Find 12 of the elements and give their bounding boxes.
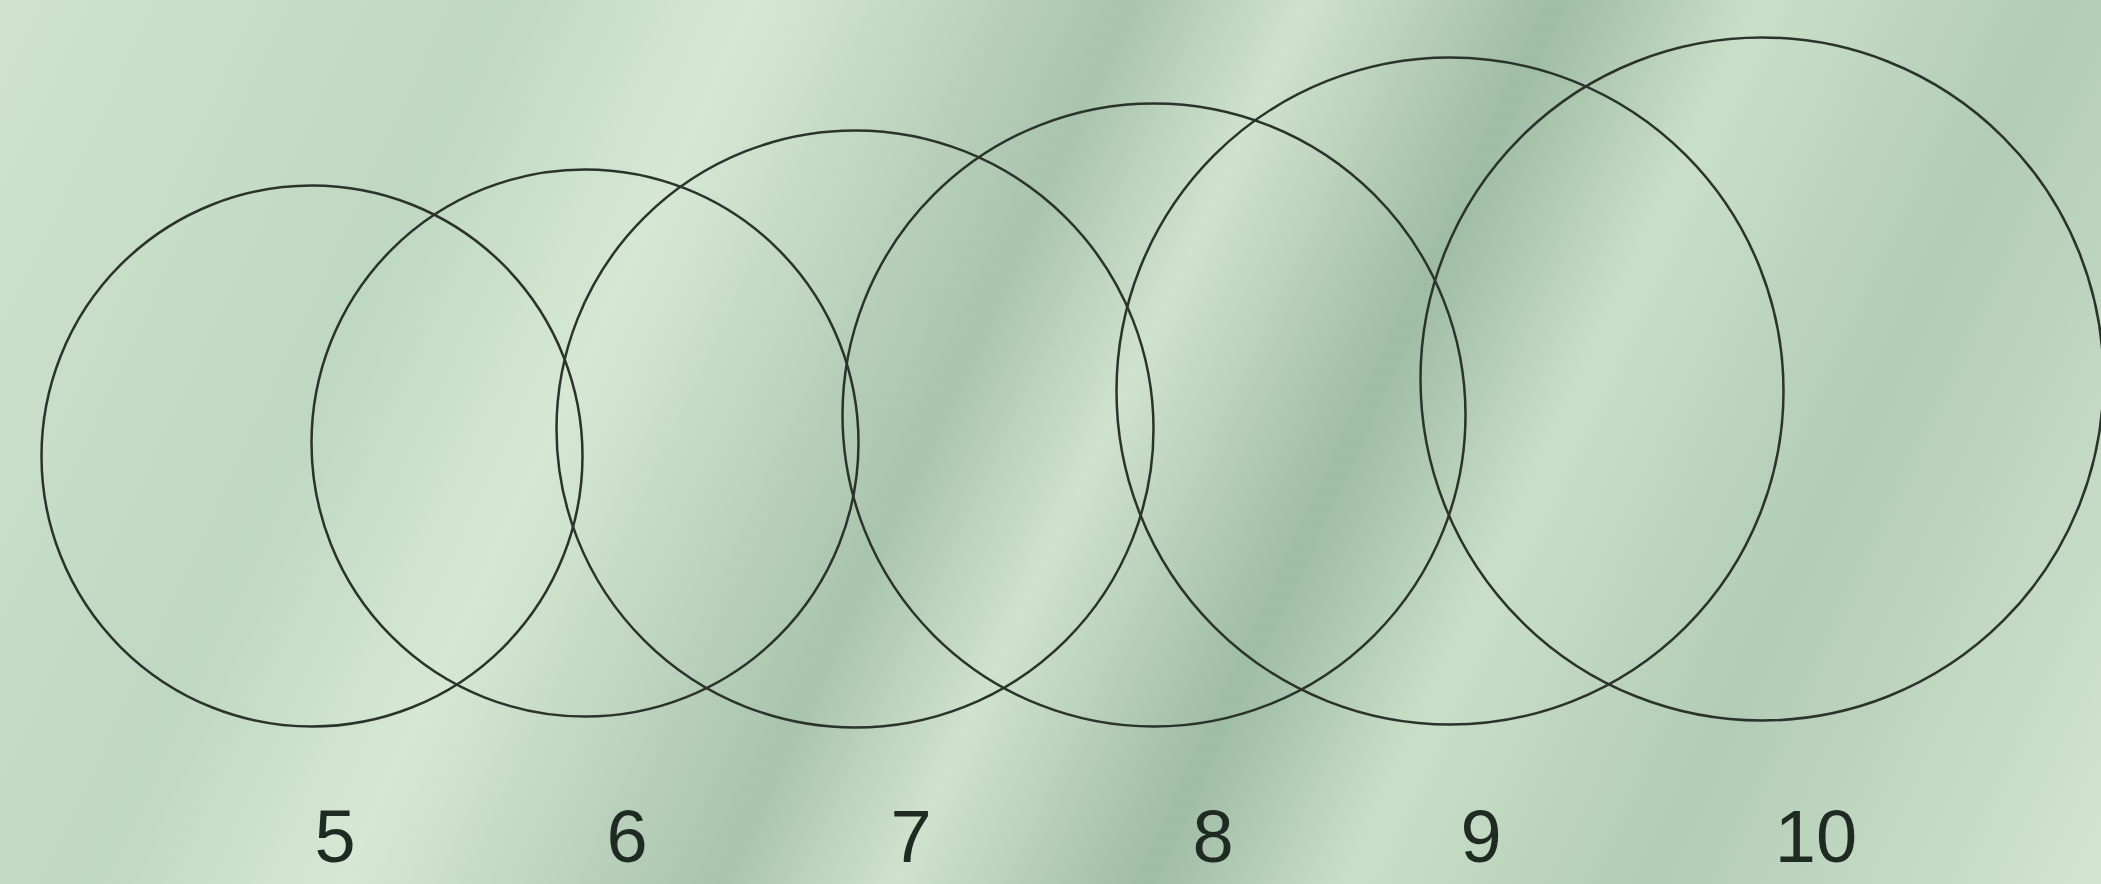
circle-outline <box>841 102 1467 728</box>
circle-outline <box>1419 36 2101 722</box>
circle-outline <box>310 168 860 718</box>
number-label: 8 <box>1192 800 1234 874</box>
number-label: 9 <box>1460 800 1502 874</box>
number-label: 5 <box>314 800 356 874</box>
circle-outline <box>1115 56 1785 726</box>
number-label: 10 <box>1774 800 1858 874</box>
number-label: 7 <box>890 800 932 874</box>
circle-outline <box>555 129 1155 729</box>
circle-outline <box>40 184 584 728</box>
number-label: 6 <box>606 800 648 874</box>
